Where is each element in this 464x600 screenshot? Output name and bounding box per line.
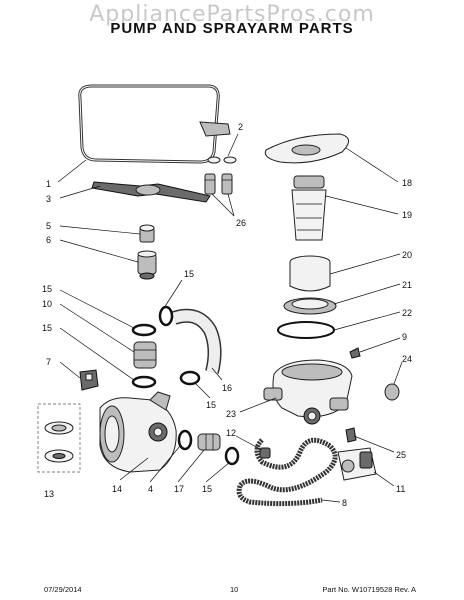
part-14-pump-motor[interactable] — [99, 391, 177, 473]
callout-6: 6 — [46, 235, 51, 245]
part-9-valve[interactable] — [349, 347, 361, 359]
callout-19: 19 — [402, 210, 412, 220]
footer-page-number: 10 — [230, 585, 239, 594]
callout-21: 21 — [402, 280, 412, 290]
part-25-clip[interactable] — [345, 427, 357, 443]
part-5-bearing[interactable] — [139, 224, 155, 243]
callout-10: 10 — [42, 299, 52, 309]
part-20-filter-screen[interactable] — [289, 255, 331, 292]
part-15-clamp-coupling[interactable] — [224, 446, 240, 466]
part-15-clamp-lower[interactable] — [131, 375, 157, 389]
page-title: PUMP AND SPRAYARM PARTS — [110, 20, 354, 37]
callout-24: 24 — [402, 354, 412, 364]
callout-15-d: 15 — [206, 400, 216, 410]
callout-15-b: 15 — [42, 284, 52, 294]
part-15-clamp-upper[interactable] — [131, 323, 157, 337]
callout-8: 8 — [342, 498, 347, 508]
part-24-check-ball[interactable] — [384, 383, 400, 401]
footer-part-number: Part No. W10719528 Rev. A — [322, 585, 416, 594]
part-7-bracket[interactable] — [79, 369, 99, 391]
callout-14: 14 — [112, 484, 122, 494]
callout-4: 4 — [148, 484, 153, 494]
callout-11: 11 — [396, 484, 405, 494]
callout-23: 23 — [226, 409, 236, 419]
part-3-lower-sprayarm[interactable] — [91, 181, 211, 203]
part-16-hose[interactable] — [171, 308, 222, 374]
callout-9: 9 — [402, 332, 407, 342]
callout-13: 13 — [44, 489, 54, 499]
watermark: AppliancePartsPros.com — [89, 2, 375, 27]
callout-labels: 1 2 3 26 5 6 15 15 10 15 7 16 15 13 14 4… — [42, 122, 412, 508]
callout-2: 2 — [238, 122, 243, 132]
callout-7: 7 — [46, 357, 51, 367]
part-17-coupling[interactable] — [197, 433, 221, 451]
part-10-coupling[interactable] — [133, 341, 157, 369]
part-26-nozzle[interactable] — [204, 173, 233, 195]
part-4-seal[interactable] — [177, 429, 193, 451]
callout-15-c: 15 — [42, 323, 52, 333]
part-18-filter-cover[interactable] — [264, 133, 349, 164]
part-12-clamp[interactable] — [259, 447, 271, 459]
part-8-drain-hose[interactable] — [236, 437, 338, 507]
callout-3: 3 — [46, 194, 51, 204]
part-13-filter-kit[interactable] — [37, 403, 81, 473]
callout-17: 17 — [174, 484, 184, 494]
callout-15-a: 15 — [184, 269, 194, 279]
callout-12: 12 — [226, 428, 236, 438]
part-1-supply-tube[interactable] — [78, 84, 231, 164]
callout-5: 5 — [46, 221, 51, 231]
part-2-seal[interactable] — [207, 156, 237, 164]
callout-1: 1 — [46, 179, 51, 189]
callout-15-e: 15 — [202, 484, 212, 494]
part-6-manifold-fitting[interactable] — [137, 250, 157, 280]
part-15-clamp-hose-top[interactable] — [158, 305, 174, 327]
callout-18: 18 — [402, 178, 412, 188]
footer-date: 07/29/2014 — [44, 585, 82, 594]
part-23-sump[interactable] — [263, 359, 353, 425]
part-15-clamp-hose-bottom[interactable] — [179, 370, 201, 386]
part-11-drain-pump[interactable] — [337, 447, 377, 481]
callout-26: 26 — [236, 218, 246, 228]
callout-20: 20 — [402, 250, 412, 260]
part-21-sump-ring[interactable] — [283, 297, 337, 315]
part-22-o-ring[interactable] — [277, 321, 335, 339]
callout-25: 25 — [396, 450, 406, 460]
callout-22: 22 — [402, 308, 412, 318]
callout-16: 16 — [222, 383, 232, 393]
part-19-filter-assembly[interactable] — [291, 175, 327, 241]
leader-lines — [57, 133, 403, 503]
